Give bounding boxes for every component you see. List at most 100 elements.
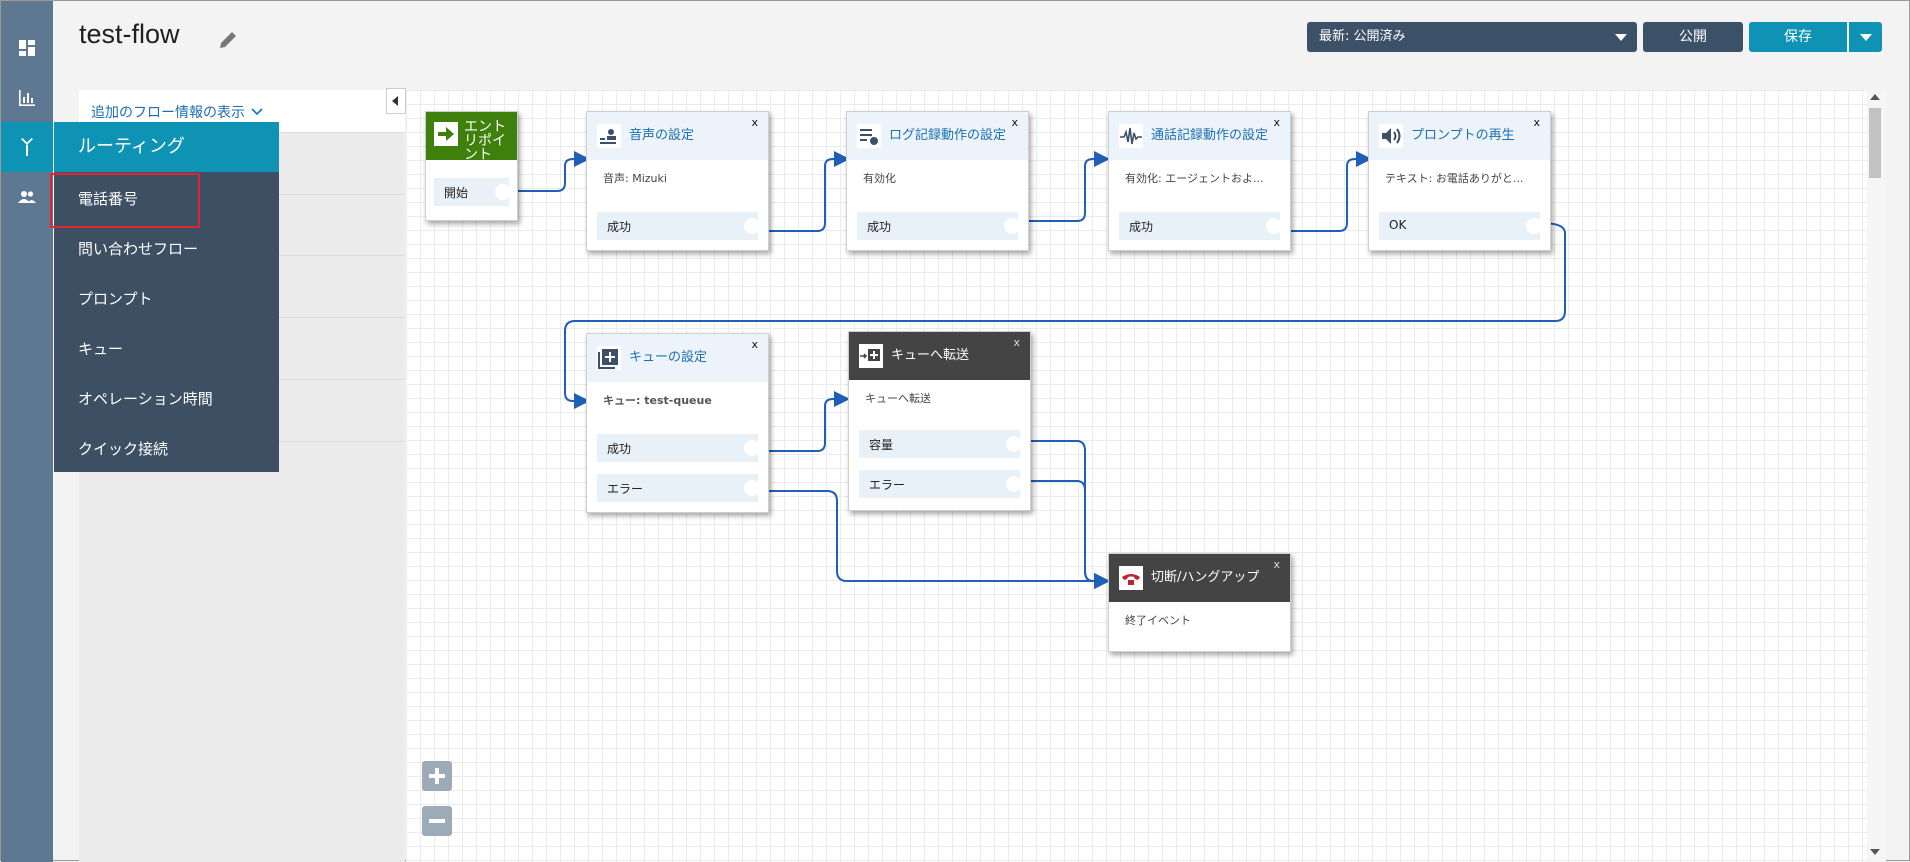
connector: [759, 490, 1110, 589]
set-queue-block[interactable]: キューの設定 x キュー: test-queue 成功 エラー: [586, 333, 769, 513]
branch-label: 容量: [869, 438, 894, 452]
branch-error[interactable]: エラー: [859, 470, 1022, 498]
flow-title: test-flow: [79, 19, 180, 49]
scroll-up-arrow[interactable]: [1870, 94, 1880, 100]
set-voice-block[interactable]: 音声の設定 x 音声: Mizuki 成功: [586, 111, 769, 251]
block-header: プロンプトの再生 x: [1369, 112, 1550, 160]
scrollbar-thumb[interactable]: [1869, 108, 1881, 178]
branch-port[interactable]: [1004, 218, 1020, 234]
routing-menu-header[interactable]: ルーティング: [54, 122, 279, 172]
branch-start[interactable]: 開始: [434, 178, 511, 206]
branch-port[interactable]: [744, 218, 760, 234]
connector: [759, 391, 850, 452]
chevron-down-icon: [1615, 34, 1627, 41]
close-icon[interactable]: x: [1533, 116, 1540, 129]
close-icon[interactable]: x: [1011, 116, 1018, 129]
publish-button[interactable]: 公開: [1643, 22, 1743, 52]
branch-capacity[interactable]: 容量: [859, 430, 1022, 458]
menu-item-quick-connects[interactable]: クイック接続: [78, 440, 169, 458]
branch-label: エラー: [869, 478, 906, 492]
branch-label: 成功: [607, 220, 632, 234]
chevron-down-icon: [251, 108, 263, 116]
menu-item-contact-flows[interactable]: 問い合わせフロー: [78, 240, 199, 258]
waveform-icon: [1119, 124, 1143, 148]
highlight-box: [50, 173, 200, 228]
branch-port[interactable]: [495, 184, 511, 200]
voice-icon: [597, 124, 621, 148]
disconnect-block[interactable]: 切断/ハングアップ x 終了イベント: [1108, 553, 1291, 652]
branch-label: 成功: [867, 220, 892, 234]
branch-success[interactable]: 成功: [857, 212, 1020, 240]
branch-port[interactable]: [1006, 436, 1022, 452]
block-title: ログ記録動作の設定: [889, 128, 1007, 143]
queue-icon: [597, 346, 621, 370]
block-title: プロンプトの再生: [1411, 128, 1515, 143]
block-header: キューへ転送 x: [849, 332, 1030, 380]
dashboard-icon[interactable]: [1, 23, 53, 73]
close-icon[interactable]: x: [1273, 116, 1280, 129]
branch-success[interactable]: 成功: [597, 212, 760, 240]
branch-port[interactable]: [1006, 476, 1022, 492]
version-select[interactable]: 最新: 公開済み: [1307, 22, 1637, 52]
zoom-out-icon: [429, 819, 445, 823]
version-select-label: 最新: 公開済み: [1319, 29, 1406, 44]
connector: [564, 222, 1566, 409]
connector: [1281, 151, 1372, 232]
block-description: キューへ転送: [865, 392, 931, 405]
set-recording-block[interactable]: 通話記録動作の設定 x 有効化: エージェントおよ... 成功: [1108, 111, 1291, 251]
branch-ok[interactable]: OK: [1379, 212, 1542, 240]
menu-item-hours-of-operation[interactable]: オペレーション時間: [78, 390, 213, 408]
vertical-scrollbar[interactable]: [1867, 90, 1886, 862]
close-icon[interactable]: x: [751, 338, 758, 351]
set-logging-block[interactable]: ログ記録動作の設定 x 有効化 成功: [846, 111, 1029, 251]
hangup-icon: [1119, 566, 1143, 590]
branch-success[interactable]: 成功: [597, 434, 760, 462]
save-button[interactable]: 保存: [1749, 22, 1847, 52]
branch-success[interactable]: 成功: [1119, 212, 1282, 240]
block-header: エントリポイント: [426, 112, 517, 163]
block-description: キュー: test-queue: [603, 394, 712, 407]
menu-item-prompts[interactable]: プロンプト: [78, 290, 153, 308]
block-title: キューへ転送: [891, 348, 970, 363]
connector: [1019, 480, 1110, 589]
branch-port[interactable]: [1526, 218, 1542, 234]
save-options-button[interactable]: [1849, 22, 1882, 52]
zoom-out-button[interactable]: [422, 806, 452, 836]
connector: [1019, 440, 1110, 589]
block-description: テキスト: お電話ありがと...: [1385, 172, 1524, 185]
block-description: 有効化: エージェントおよ...: [1125, 172, 1264, 185]
branch-port[interactable]: [744, 480, 760, 496]
routing-menu: ルーティング 電話番号 問い合わせフロー プロンプト キュー オペレーション時間…: [54, 122, 279, 472]
close-icon[interactable]: x: [1013, 336, 1020, 349]
connector: [517, 151, 590, 192]
close-icon[interactable]: x: [751, 116, 758, 129]
block-header: 切断/ハングアップ x: [1109, 554, 1290, 602]
logging-icon: [857, 124, 881, 148]
scroll-down-arrow[interactable]: [1870, 849, 1880, 855]
block-description: 音声: Mizuki: [603, 172, 667, 185]
block-title: エントリポイント: [464, 119, 506, 163]
play-prompt-block[interactable]: プロンプトの再生 x テキスト: お電話ありがと... OK: [1368, 111, 1551, 251]
transfer-queue-block[interactable]: キューへ転送 x キューへ転送 容量 エラー: [848, 331, 1031, 511]
menu-item-queues[interactable]: キュー: [78, 340, 124, 358]
info-toggle-label: 追加のフロー情報の表示: [91, 105, 245, 121]
branch-port[interactable]: [1266, 218, 1282, 234]
collapse-panel-button[interactable]: [386, 88, 406, 114]
pencil-icon[interactable]: [217, 29, 239, 51]
entry-point-block[interactable]: エントリポイント 開始: [425, 111, 518, 221]
metrics-icon[interactable]: [1, 73, 53, 123]
close-icon[interactable]: x: [1273, 558, 1280, 571]
block-title: 音声の設定: [629, 128, 695, 143]
connector: [759, 151, 850, 232]
zoom-in-button[interactable]: [422, 761, 452, 791]
users-icon[interactable]: [1, 172, 53, 222]
branch-error[interactable]: エラー: [597, 474, 760, 502]
chevron-left-icon: [392, 96, 398, 106]
routing-icon[interactable]: [1, 122, 53, 172]
block-title: 通話記録動作の設定: [1151, 128, 1269, 143]
connector: [1019, 151, 1110, 222]
menu-item-phone-numbers[interactable]: 電話番号: [78, 190, 139, 208]
transfer-icon: [859, 344, 883, 368]
zoom-in-icon: [429, 768, 445, 784]
branch-port[interactable]: [744, 440, 760, 456]
